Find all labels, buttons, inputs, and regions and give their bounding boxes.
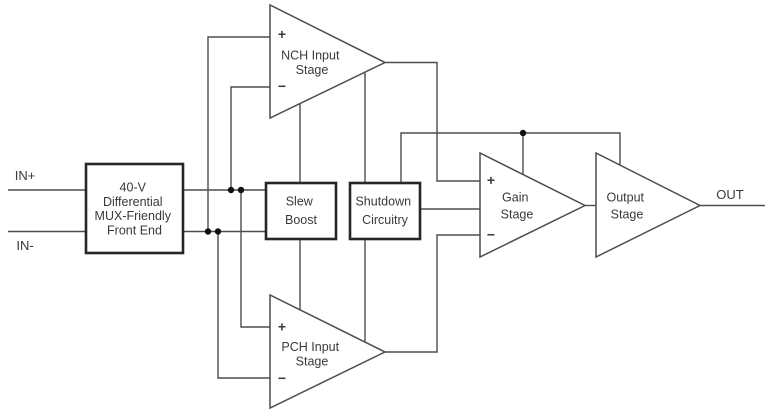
pch-label-line2: Stage	[296, 355, 329, 369]
slew-boost-label-line1: Slew	[286, 195, 314, 209]
front-end-label-line1: 40-V	[120, 181, 147, 195]
shutdown-circuitry-box	[348, 181, 422, 241]
out-label: OUT	[716, 187, 744, 202]
shutdown-circuitry-label: Shutdown Circuitry	[355, 195, 414, 228]
junction-dots	[204, 129, 527, 235]
nch-plus-sign: +	[278, 26, 286, 42]
wire-upperbus-to-nch-minus	[230, 86, 270, 190]
junction-dot-control-bus	[519, 129, 527, 137]
output-stage-triangle	[595, 151, 702, 259]
front-end-label-line4: Front End	[107, 223, 162, 237]
nch-label-line2: Stage	[296, 63, 329, 77]
wire-lowerbus-to-nch-plus	[207, 36, 270, 232]
front-end-label-line2: Differential	[103, 195, 163, 209]
nch-label-line1: NCH Input	[281, 49, 340, 63]
wire-pch-output-to-gain-minus	[385, 234, 480, 353]
shutdown-label-line1: Shutdown	[355, 195, 411, 209]
pch-plus-sign: +	[278, 319, 286, 335]
gain-stage-label: Gain Stage	[501, 191, 534, 222]
output-stage-label-line2: Stage	[611, 208, 644, 222]
junction-dot-lower-pch	[214, 228, 222, 235]
gain-label-line1: Gain	[502, 191, 528, 205]
pch-minus-sign: −	[278, 370, 286, 386]
front-end-box	[84, 162, 185, 255]
output-stage-label-line1: Output	[606, 191, 644, 205]
wires	[8, 36, 765, 379]
wire-nch-output-to-gain-plus	[385, 61, 480, 182]
pch-input-stage-label: PCH Input Stage	[281, 340, 342, 369]
junction-dot-upper-pch	[237, 186, 245, 194]
in-minus-label: IN-	[16, 238, 33, 253]
pch-input-stage-triangle	[269, 293, 387, 410]
in-plus-label: IN+	[15, 168, 36, 183]
gain-stage-triangle	[479, 151, 587, 259]
shutdown-label-line2: Circuitry	[362, 213, 409, 227]
wire-upperbus-to-pch-plus	[240, 190, 270, 328]
gain-minus-sign: −	[487, 227, 495, 243]
wire-shutdown-control-bus	[400, 132, 621, 183]
junction-dot-upper-nch	[227, 186, 235, 194]
output-stage-label: Output Stage	[606, 191, 647, 222]
slew-boost-label: Slew Boost	[285, 195, 317, 228]
nch-minus-sign: −	[278, 78, 286, 94]
gain-plus-sign: +	[487, 172, 495, 188]
front-end-label-line3: MUX-Friendly	[95, 209, 172, 223]
front-end-label: 40-V Differential MUX-Friendly Front End	[95, 181, 175, 238]
wire-lowerbus-to-pch-minus	[217, 231, 270, 379]
pch-label-line1: PCH Input	[281, 340, 339, 354]
slew-boost-box	[264, 181, 338, 241]
nch-input-stage-triangle	[269, 3, 387, 120]
junction-dot-lower-nch	[204, 228, 212, 235]
nch-input-stage-label: NCH Input Stage	[281, 49, 343, 78]
blocks	[84, 3, 702, 410]
labels: IN+ IN- OUT 40-V Differential MUX-Friend…	[15, 26, 744, 386]
slew-boost-label-line2: Boost	[285, 213, 317, 227]
gain-label-line2: Stage	[501, 208, 534, 222]
